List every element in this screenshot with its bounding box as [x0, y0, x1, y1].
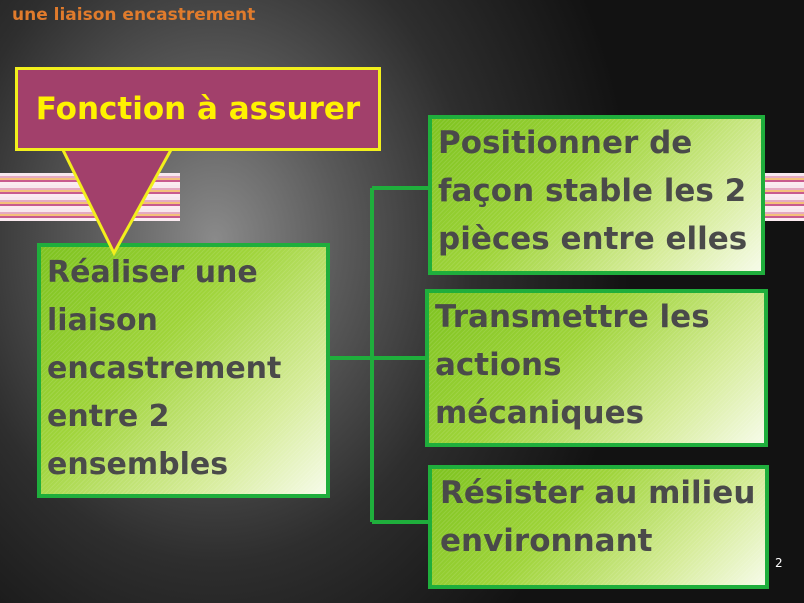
callout-label: Fonction à assurer [35, 91, 361, 127]
sub-function-box-transmettre: Transmettre les actions mécaniques [425, 289, 768, 447]
sub-function-line: actions [435, 347, 562, 383]
sub-function-line: Transmettre les [435, 299, 710, 335]
sub-function-line: Positionner de [438, 125, 693, 161]
sub-function-line: mécaniques [435, 395, 645, 431]
sub-function-box-resister: Résister au milieu environnant [428, 465, 769, 589]
function-callout: Fonction à assurer [15, 67, 381, 151]
main-function-line: ensembles [47, 447, 229, 482]
header-title: une liaison encastrement [12, 5, 256, 25]
main-function-line: liaison [47, 303, 158, 338]
sub-function-line: façon stable les 2 [438, 173, 747, 209]
decorative-stripes-right [764, 173, 804, 221]
sub-function-line: Résister au milieu [440, 475, 756, 511]
sub-function-box-positionner: Positionner de façon stable les 2 pièces… [428, 115, 765, 275]
page-number: 2 [775, 556, 783, 570]
sub-function-line: environnant [440, 523, 653, 559]
main-function-line: entre 2 [47, 399, 170, 434]
main-function-box: Réaliser une liaison encastrement entre … [37, 243, 330, 498]
main-function-line: encastrement [47, 351, 282, 386]
sub-function-line: pièces entre elles [438, 221, 748, 257]
main-function-line: Réaliser une [47, 255, 258, 290]
